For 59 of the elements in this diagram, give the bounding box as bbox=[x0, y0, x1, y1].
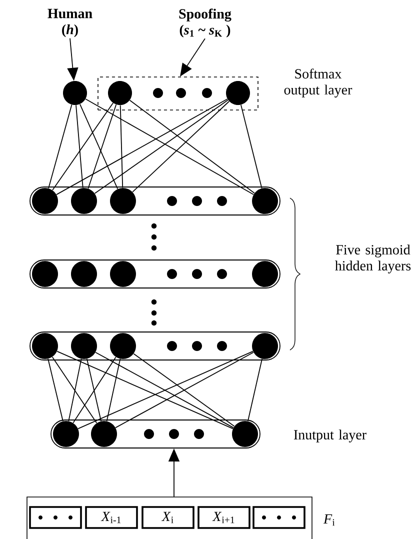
layer-label: Five sigmoid hidden layers bbox=[335, 244, 411, 274]
class-label: Spoofing (s$_{1}$ ~ s$_{K}$ ) bbox=[179, 8, 232, 38]
connection-line bbox=[56, 98, 228, 196]
neuron bbox=[32, 333, 58, 359]
neuron bbox=[108, 81, 132, 105]
feature-cell bbox=[252, 506, 306, 529]
output-group-box bbox=[98, 76, 258, 110]
connection-line bbox=[247, 358, 263, 422]
connection-line bbox=[52, 102, 114, 191]
neuron bbox=[71, 261, 97, 287]
connection-line bbox=[120, 104, 124, 188]
neuron bbox=[71, 333, 97, 359]
connection-line bbox=[94, 100, 228, 194]
neuron bbox=[110, 188, 136, 214]
neuron bbox=[252, 188, 278, 214]
connection-line bbox=[85, 98, 254, 195]
connection-line bbox=[133, 353, 235, 427]
neuron bbox=[232, 421, 258, 447]
feature-cell bbox=[29, 506, 82, 529]
connection-line bbox=[106, 358, 121, 422]
layer-label: Softmax output layer bbox=[284, 68, 352, 98]
neuron bbox=[63, 81, 87, 105]
connection-line bbox=[115, 352, 254, 428]
neuron bbox=[32, 188, 58, 214]
side-label: F$_{i}$ bbox=[323, 514, 335, 526]
connection-line bbox=[129, 100, 255, 194]
neuron bbox=[91, 421, 117, 447]
connection-line bbox=[240, 104, 262, 189]
layer-bar bbox=[50, 420, 260, 448]
connection-line bbox=[78, 350, 254, 430]
layer-bar bbox=[30, 186, 280, 216]
connection-line bbox=[48, 104, 72, 189]
connection-line bbox=[68, 358, 82, 422]
neuron bbox=[71, 188, 97, 214]
neuron bbox=[110, 333, 136, 359]
neuron bbox=[252, 261, 278, 287]
neuron bbox=[110, 261, 136, 287]
connection-line bbox=[95, 352, 234, 428]
connection-line bbox=[52, 356, 98, 424]
connection-line bbox=[86, 358, 102, 422]
neuron bbox=[32, 261, 58, 287]
connection-line bbox=[76, 104, 84, 188]
layer-label: Inutput layer bbox=[294, 430, 366, 442]
connection-line bbox=[132, 100, 230, 192]
connection-line bbox=[88, 104, 117, 189]
connection-line bbox=[56, 350, 234, 430]
layer-bar bbox=[30, 260, 280, 288]
neuron bbox=[252, 333, 278, 359]
feature-cell: X$_{i}$ bbox=[142, 506, 194, 529]
neuron bbox=[53, 421, 79, 447]
feature-frame bbox=[26, 496, 312, 539]
connection-line bbox=[80, 104, 118, 190]
connection-line bbox=[72, 356, 116, 424]
feature-cell: X$_{i-1}$ bbox=[85, 506, 138, 529]
connection-line bbox=[48, 358, 64, 422]
class-label: Human (h) bbox=[48, 8, 92, 38]
layer-bar bbox=[30, 332, 280, 360]
neuron bbox=[226, 81, 250, 105]
feature-cell: X$_{i+1}$ bbox=[198, 506, 250, 529]
